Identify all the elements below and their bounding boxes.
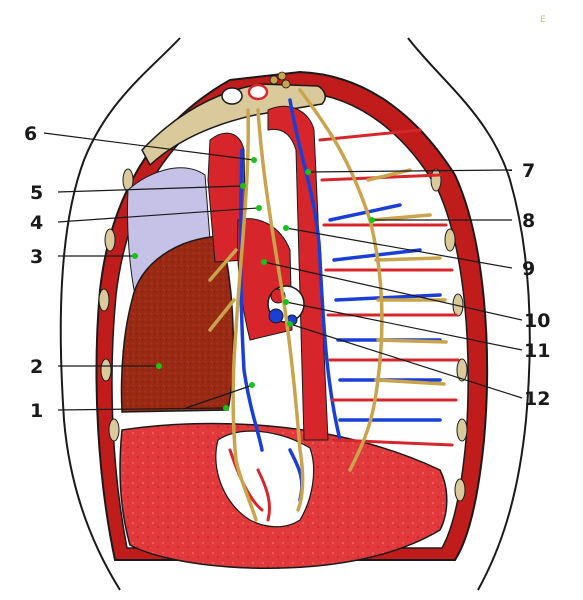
leader-9: [285, 227, 513, 269]
leader-5: [57, 185, 243, 193]
label-11: 11: [524, 340, 550, 362]
body-outline: [59, 37, 531, 591]
marker-1: [223, 405, 229, 411]
leader-12: [289, 323, 523, 399]
label-2: 2: [30, 356, 43, 378]
marker-7: [305, 169, 311, 175]
label-8: 8: [522, 210, 535, 232]
marker-8: [369, 217, 375, 223]
heart: [120, 235, 235, 413]
marker-10: [261, 259, 267, 265]
label-10: 10: [524, 310, 550, 332]
label-5: 5: [30, 182, 43, 204]
marker-2: [156, 363, 162, 369]
labels: 1 2 3 4 5 6 7 8 9 10 11 12: [24, 123, 550, 422]
leader-10: [263, 261, 523, 321]
leader-7: [307, 169, 513, 173]
leader-1b: [185, 385, 251, 409]
markers: [132, 157, 375, 411]
corner-mark: E: [540, 15, 546, 25]
marker-6: [251, 157, 257, 163]
marker-11: [283, 299, 289, 305]
marker-3: [132, 253, 138, 259]
label-7: 7: [522, 160, 535, 182]
label-3: 3: [30, 246, 43, 268]
label-1: 1: [30, 400, 43, 422]
leader-lines: [43, 132, 523, 411]
marker-5: [240, 183, 246, 189]
leader-11: [285, 301, 523, 351]
label-12: 12: [524, 388, 550, 410]
central-tendon: [215, 430, 315, 528]
marker-9: [283, 225, 289, 231]
intercostal-arteries: [228, 128, 460, 522]
leader-1: [57, 407, 225, 411]
marker-4: [256, 205, 262, 211]
marker-1b: [249, 382, 255, 388]
leader-6: [43, 132, 255, 161]
label-9: 9: [522, 258, 535, 280]
leader-4: [57, 207, 259, 223]
marker-12: [287, 321, 293, 327]
label-6: 6: [24, 123, 37, 145]
label-4: 4: [30, 212, 43, 234]
clavicle-band: [141, 71, 326, 167]
